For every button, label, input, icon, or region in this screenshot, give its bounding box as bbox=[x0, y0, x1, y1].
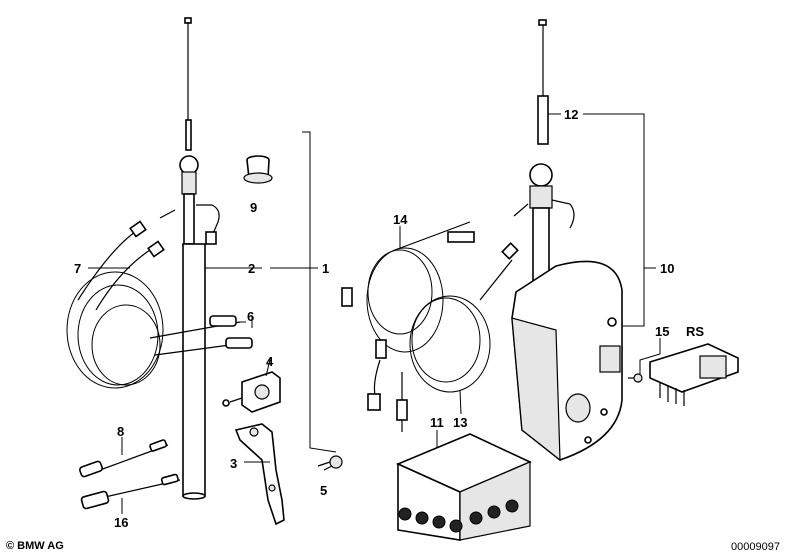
callout-4: 4 bbox=[266, 354, 274, 369]
callout-3: 3 bbox=[230, 456, 237, 471]
grommet-9 bbox=[243, 155, 273, 184]
clamp-4 bbox=[222, 371, 281, 413]
cable-coil-7 bbox=[66, 220, 165, 389]
callout-15: 15 bbox=[655, 324, 669, 339]
box-11 bbox=[395, 433, 532, 541]
cable-part-16 bbox=[80, 473, 181, 510]
cable-part-6 bbox=[149, 315, 253, 356]
bracket-3 bbox=[234, 423, 285, 526]
left-antenna-mast bbox=[159, 17, 220, 500]
callout-labels: 1 2 3 4 5 6 7 8 9 10 11 12 13 14 15 16 R… bbox=[74, 107, 704, 530]
screw-5 bbox=[317, 455, 343, 469]
box-11-holes bbox=[398, 499, 519, 533]
callout-5: 5 bbox=[320, 483, 327, 498]
callout-14: 14 bbox=[393, 212, 408, 227]
callout-10: 10 bbox=[660, 261, 674, 276]
leader-lines bbox=[88, 113, 661, 514]
callout-rs: RS bbox=[686, 324, 704, 339]
group-line-1 bbox=[302, 131, 337, 453]
cable-coil-13 bbox=[367, 242, 519, 432]
relay-rs bbox=[649, 343, 739, 406]
cable-coil-14 bbox=[341, 221, 475, 359]
callout-6: 6 bbox=[247, 309, 254, 324]
power-antenna-10 bbox=[511, 19, 623, 462]
callout-1: 1 bbox=[322, 261, 329, 276]
image-number: 00009097 bbox=[731, 541, 780, 553]
callout-7: 7 bbox=[74, 261, 81, 276]
callout-2: 2 bbox=[248, 261, 255, 276]
callout-9: 9 bbox=[250, 200, 257, 215]
cable-part-8 bbox=[78, 439, 169, 478]
callout-16: 16 bbox=[114, 515, 128, 530]
callout-13: 13 bbox=[453, 415, 467, 430]
callout-11: 11 bbox=[430, 415, 444, 430]
screw-15 bbox=[628, 373, 643, 383]
callout-12: 12 bbox=[564, 107, 578, 122]
callout-8: 8 bbox=[117, 424, 124, 439]
brand-copyright: © BMW AG bbox=[6, 540, 64, 552]
